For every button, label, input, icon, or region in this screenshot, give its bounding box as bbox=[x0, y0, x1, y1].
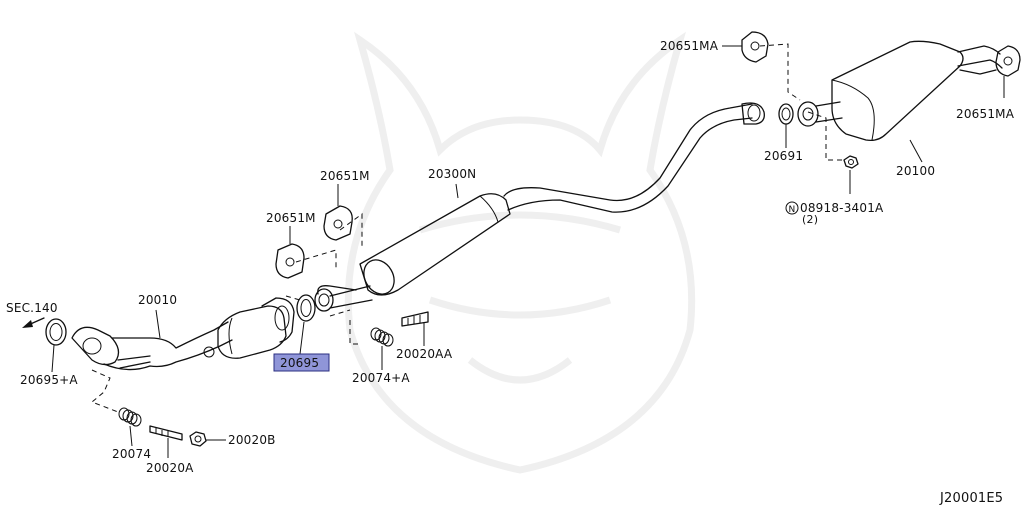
label-20651ma-right[interactable]: 20651MA bbox=[956, 107, 1015, 121]
label-20020b[interactable]: 20020B bbox=[228, 433, 276, 447]
label-20100[interactable]: 20100 bbox=[896, 164, 935, 178]
sec-140-label[interactable]: SEC.140 bbox=[6, 301, 58, 315]
center-muffler-20300n[interactable]: 20300N bbox=[314, 102, 765, 312]
gasket-20695a[interactable]: 20695+A bbox=[20, 318, 78, 387]
nut-08918-3401a[interactable]: N 08918-3401A (2) bbox=[785, 155, 884, 226]
label-20074a[interactable]: 20074+A bbox=[352, 371, 410, 385]
label-20074[interactable]: 20074 bbox=[112, 447, 151, 461]
spring-20074[interactable]: 20074 bbox=[112, 407, 151, 461]
label-20651m-upper[interactable]: 20651M bbox=[320, 169, 370, 183]
mount-rubber-20651m-upper[interactable]: 20651M bbox=[320, 169, 370, 241]
dashed-leaders bbox=[91, 43, 846, 413]
highlight-box-20695 bbox=[273, 353, 330, 372]
label-nut-ref[interactable]: 08918-3401A bbox=[800, 201, 884, 215]
diagram-code: J20001E5 bbox=[939, 491, 1003, 506]
nut-20020b[interactable]: 20020B bbox=[189, 431, 276, 447]
spring-20074a[interactable]: 20074+A bbox=[352, 327, 410, 385]
label-20010[interactable]: 20010 bbox=[138, 293, 177, 307]
label-20695[interactable]: 20695 bbox=[280, 356, 319, 370]
label-nut-qty: (2) bbox=[802, 213, 818, 226]
label-20300n[interactable]: 20300N bbox=[428, 167, 476, 181]
bolt-20020aa[interactable]: 20020AA bbox=[396, 311, 453, 361]
label-20651ma-top[interactable]: 20651MA bbox=[660, 39, 719, 53]
mount-rubber-20651m-lower[interactable]: 20651M bbox=[266, 211, 316, 279]
bolt-20020a[interactable]: 20020A bbox=[146, 425, 194, 475]
mount-rubber-20651ma-top[interactable]: 20651MA bbox=[660, 31, 769, 63]
catalyst-body[interactable] bbox=[217, 297, 295, 359]
watermark-emblem bbox=[344, 31, 696, 474]
front-tube-20010[interactable]: 20010 bbox=[71, 293, 233, 371]
main-muffler-20100[interactable]: 20100 bbox=[797, 40, 1003, 178]
label-20020a[interactable]: 20020A bbox=[146, 461, 194, 475]
label-20651m-lower[interactable]: 20651M bbox=[266, 211, 316, 225]
label-20691[interactable]: 20691 bbox=[764, 149, 803, 163]
label-20695a[interactable]: 20695+A bbox=[20, 373, 78, 387]
n-circle-icon bbox=[785, 201, 799, 215]
label-20020aa[interactable]: 20020AA bbox=[396, 347, 453, 361]
gasket-20691[interactable]: 20691 bbox=[764, 103, 803, 163]
sec-140-arrow[interactable]: SEC.140 bbox=[6, 301, 58, 328]
mount-rubber-20651ma-right[interactable]: 20651MA bbox=[956, 45, 1021, 121]
n-mark: N bbox=[789, 205, 796, 215]
gasket-20695[interactable]: 20695 bbox=[273, 294, 330, 372]
